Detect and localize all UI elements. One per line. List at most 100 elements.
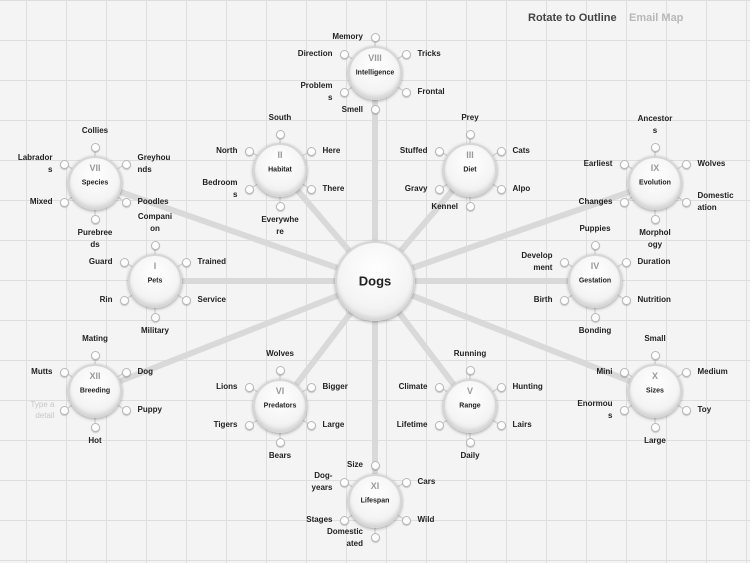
detail-label[interactable]: Daily [460, 451, 480, 460]
detail-label[interactable]: Develop ment [521, 250, 553, 272]
detail-label[interactable]: Large [644, 436, 666, 445]
detail-handle[interactable] [496, 421, 506, 431]
detail-handle[interactable] [496, 382, 506, 392]
detail-handle[interactable] [306, 382, 316, 392]
detail-handle[interactable] [276, 366, 285, 375]
detail-handle[interactable] [681, 159, 691, 169]
detail-handle[interactable] [60, 198, 70, 208]
detail-label[interactable]: Bigger [322, 381, 348, 391]
detail-handle[interactable] [340, 516, 350, 526]
detail-handle[interactable] [151, 313, 160, 322]
central-topic-node[interactable]: Dogs [335, 241, 415, 321]
detail-label[interactable]: Enormou s [577, 399, 613, 421]
detail-label[interactable]: Earliest [583, 158, 613, 168]
detail-label[interactable]: Compani on [137, 212, 173, 233]
detail-handle[interactable] [620, 406, 630, 416]
detail-handle[interactable] [91, 215, 100, 224]
detail-handle[interactable] [651, 215, 660, 224]
detail-label[interactable]: Small [644, 334, 666, 343]
detail-handle[interactable] [306, 421, 316, 431]
detail-handle[interactable] [276, 130, 285, 139]
detail-handle[interactable] [60, 367, 70, 377]
detail-label[interactable]: Running [453, 349, 487, 358]
detail-handle[interactable] [60, 159, 70, 169]
detail-handle[interactable] [91, 423, 100, 432]
detail-label[interactable]: Size [346, 460, 363, 469]
detail-handle[interactable] [121, 367, 131, 377]
detail-handle[interactable] [181, 257, 191, 267]
detail-handle[interactable] [181, 296, 191, 306]
detail-handle[interactable] [121, 198, 131, 208]
detail-label[interactable]: Mini [596, 366, 613, 376]
detail-handle[interactable] [60, 406, 70, 416]
detail-handle[interactable] [245, 146, 255, 156]
detail-label[interactable]: Bears [268, 451, 292, 460]
detail-handle[interactable] [681, 406, 691, 416]
detail-label[interactable]: Bedroom s [202, 178, 238, 200]
detail-label[interactable]: Prey [461, 113, 479, 122]
detail-label[interactable]: Domestic ated [326, 527, 363, 548]
detail-label[interactable]: Military [140, 326, 169, 335]
detail-handle[interactable] [621, 296, 631, 306]
detail-label[interactable]: Trained [197, 256, 226, 266]
detail-placeholder[interactable]: Type a detail [30, 400, 55, 421]
detail-handle[interactable] [371, 105, 380, 114]
detail-label[interactable]: Poodles [137, 197, 169, 207]
detail-label[interactable]: Dog [137, 366, 154, 376]
detail-handle[interactable] [371, 461, 380, 470]
detail-label[interactable]: Guard [88, 256, 113, 266]
detail-handle[interactable] [91, 351, 100, 360]
detail-label[interactable]: Changes [578, 197, 613, 207]
detail-handle[interactable] [496, 185, 506, 195]
detail-label[interactable]: Nutrition [637, 295, 671, 305]
detail-label[interactable]: North [216, 145, 238, 155]
detail-label[interactable]: Hot [88, 436, 102, 445]
detail-handle[interactable] [621, 257, 631, 267]
detail-label[interactable]: Wild [417, 515, 435, 525]
detail-label[interactable]: Smell [341, 105, 363, 114]
detail-handle[interactable] [620, 159, 630, 169]
detail-handle[interactable] [651, 143, 660, 152]
detail-label[interactable]: Domestic ation [697, 191, 734, 213]
detail-handle[interactable] [466, 130, 475, 139]
detail-handle[interactable] [620, 367, 630, 377]
detail-label[interactable]: Alpo [512, 184, 531, 194]
detail-label[interactable]: Memory [332, 32, 363, 41]
detail-handle[interactable] [340, 49, 350, 59]
detail-label[interactable]: Problem s [300, 81, 333, 103]
detail-label[interactable]: Tigers [213, 420, 238, 430]
detail-handle[interactable] [151, 241, 160, 250]
detail-handle[interactable] [91, 143, 100, 152]
email-map-button[interactable]: Email Map [629, 12, 684, 24]
detail-label[interactable]: There [322, 184, 345, 194]
detail-handle[interactable] [401, 516, 411, 526]
detail-label[interactable]: Stuffed [399, 145, 428, 155]
detail-handle[interactable] [466, 202, 475, 211]
detail-handle[interactable] [401, 477, 411, 487]
rotate-to-outline-button[interactable]: Rotate to Outline [528, 12, 617, 24]
detail-handle[interactable] [276, 438, 285, 447]
detail-label[interactable]: Purebree ds [77, 228, 113, 249]
detail-label[interactable]: Stages [306, 515, 333, 525]
detail-handle[interactable] [401, 88, 411, 98]
detail-handle[interactable] [591, 313, 600, 322]
detail-label[interactable]: Morphol ogy [639, 228, 671, 249]
detail-label[interactable]: Birth [533, 295, 553, 305]
detail-label[interactable]: Collies [81, 126, 109, 135]
detail-handle[interactable] [681, 367, 691, 377]
detail-label[interactable]: Wolves [266, 349, 294, 358]
detail-label[interactable]: Everywhe re [261, 215, 299, 236]
detail-label[interactable]: Bonding [578, 326, 612, 335]
detail-label[interactable]: Lifetime [396, 420, 428, 430]
detail-handle[interactable] [306, 146, 316, 156]
detail-handle[interactable] [120, 257, 130, 267]
detail-label[interactable]: Labrador s [17, 152, 53, 174]
